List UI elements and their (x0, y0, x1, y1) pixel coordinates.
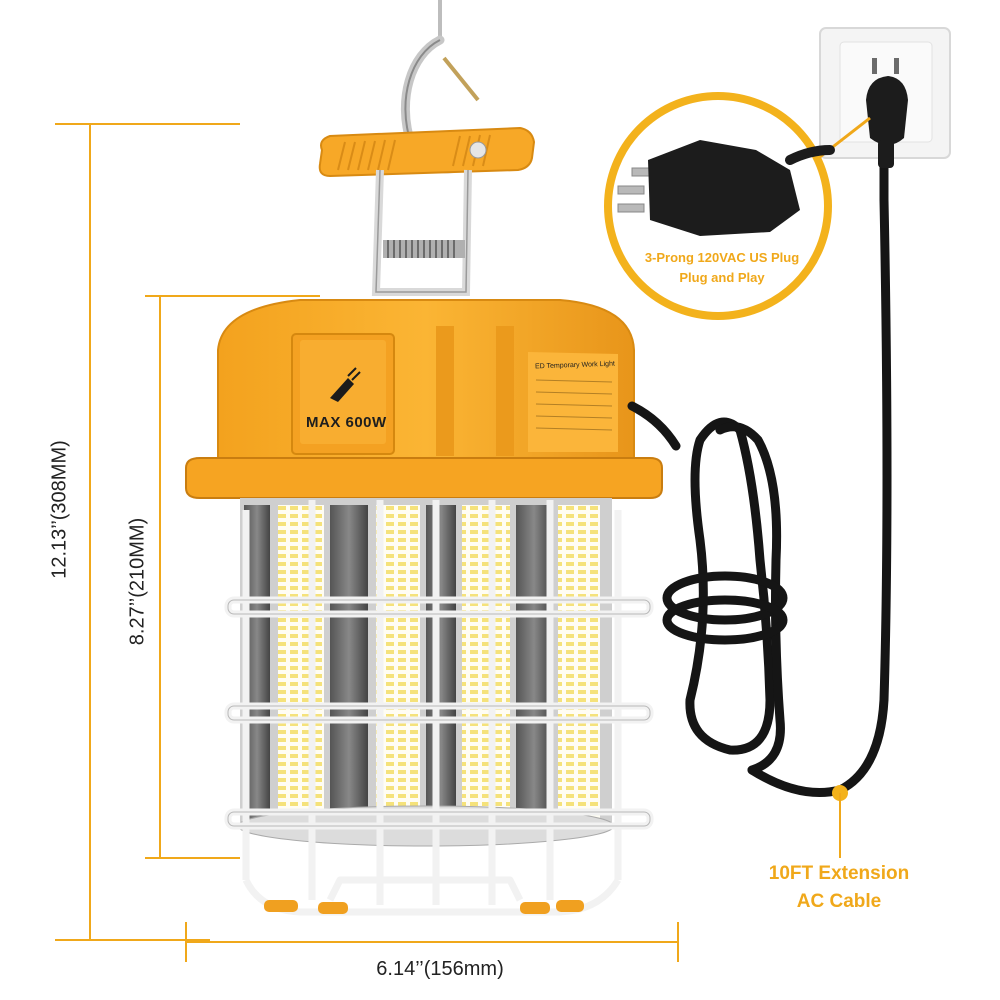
cage-feet (264, 900, 584, 914)
cable-pointer (832, 785, 848, 858)
plug-callout-circle (604, 92, 871, 320)
plug-callout-line2: Plug and Play (679, 270, 765, 285)
body-height-label: 8.27’’(210MM) (126, 517, 149, 646)
wall-plug (866, 76, 908, 168)
led-body (237, 498, 615, 847)
spring-bracket (371, 169, 472, 296)
lamp-housing (185, 299, 663, 499)
cable-callout-text: 10FT Extension AC Cable (744, 860, 934, 916)
total-height-label: 12.13’’(308MM) (48, 440, 71, 579)
dimension-lines (55, 123, 679, 962)
plug-callout-text: 3-Prong 120VAC US Plug Plug and Play (622, 248, 822, 288)
cable-callout-line1: 10FT Extension (768, 863, 910, 884)
cable-callout-line2: AC Cable (796, 891, 882, 912)
plug-callout-line1: 3-Prong 120VAC US Plug (644, 250, 800, 265)
max-watt-label: MAX 600W (306, 414, 387, 431)
width-label: 6.14’’(156mm) (376, 958, 504, 980)
handle-plate (318, 126, 536, 178)
power-cord (627, 155, 892, 797)
cage-outline (227, 599, 651, 827)
